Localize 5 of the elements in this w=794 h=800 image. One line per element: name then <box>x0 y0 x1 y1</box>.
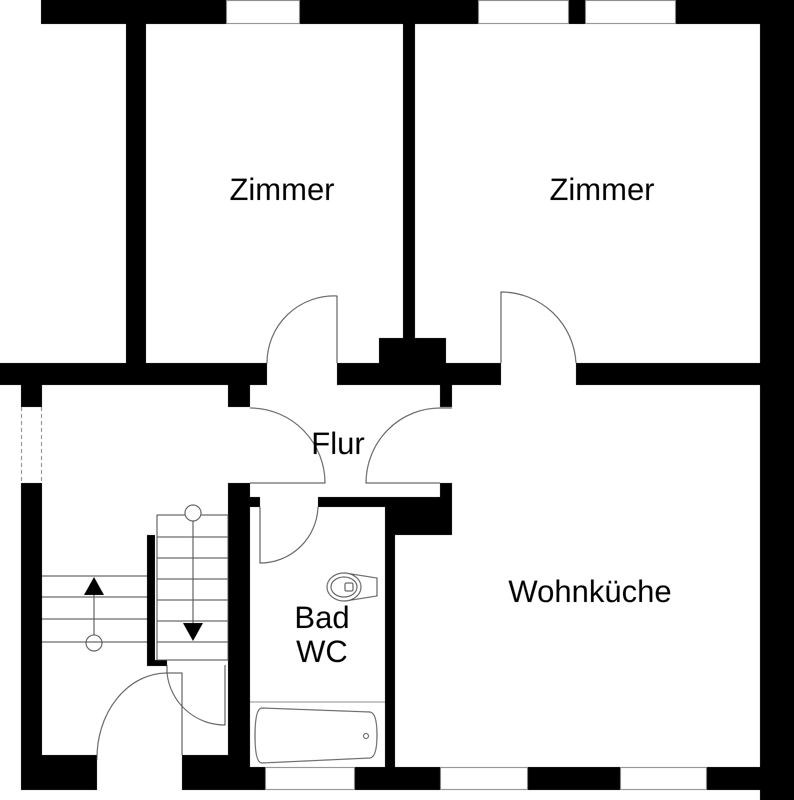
room-label: Zimmer <box>228 172 336 208</box>
room-label: Flur <box>310 426 366 462</box>
room-label: Zimmer <box>548 172 656 208</box>
room-label: Bad WC <box>293 600 351 670</box>
room-label: Wohnküche <box>507 574 673 610</box>
